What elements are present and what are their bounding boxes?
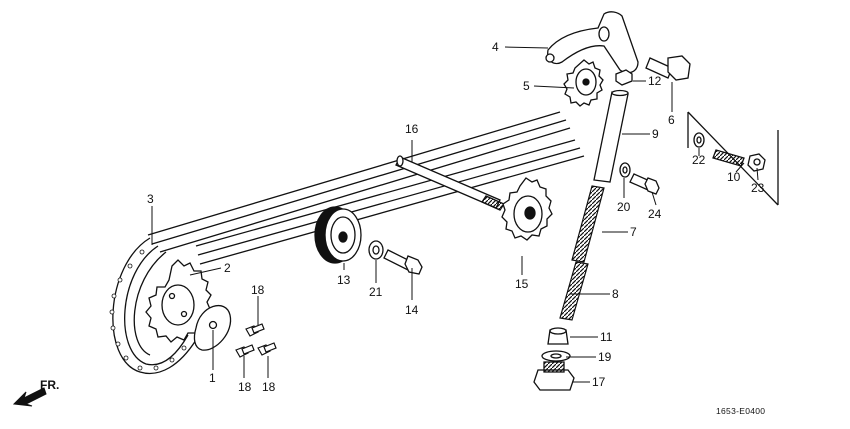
- callout-13: 13: [337, 273, 351, 287]
- crank-sprocket: [145, 259, 212, 343]
- callout-19: 19: [598, 350, 612, 364]
- callout-8: 8: [612, 287, 619, 301]
- drawing-code: 1653-E0400: [716, 406, 766, 416]
- small-bolts: [235, 323, 277, 358]
- roller-bolt: [383, 249, 423, 275]
- callout-23: 23: [751, 181, 765, 195]
- tensioner-bracket: [545, 11, 639, 74]
- callout-6: 6: [668, 113, 675, 127]
- callout-leader-lines: [151, 46, 759, 383]
- callout-17: 17: [592, 375, 606, 389]
- callout-10: 10: [727, 170, 741, 184]
- callout-1: 1: [209, 371, 216, 385]
- sealing-bolt-stack: [533, 327, 575, 391]
- callout-20: 20: [617, 200, 631, 214]
- callout-3: 3: [147, 192, 154, 206]
- callout-21: 21: [369, 285, 383, 299]
- callout-16: 16: [405, 122, 419, 136]
- pivot-bolt: [645, 55, 691, 81]
- callout-22: 22: [692, 153, 706, 167]
- callout-4: 4: [492, 40, 499, 54]
- tensioner-springs: [559, 185, 605, 321]
- callout-15: 15: [515, 277, 529, 291]
- tensioner-shaft: [395, 155, 505, 211]
- callout-12: 12: [648, 74, 662, 88]
- callout-11: 11: [600, 330, 613, 344]
- plate: [193, 305, 232, 351]
- callout-2: 2: [224, 261, 231, 275]
- cap: [615, 69, 633, 86]
- tensioner-washer-bolt: [619, 162, 660, 195]
- cam-chain: [109, 111, 585, 374]
- push-rod: [593, 89, 629, 183]
- callout-18-upper: 18: [251, 283, 265, 297]
- guide-roller: [314, 206, 362, 264]
- tensioner-sprocket: [501, 177, 553, 241]
- upper-sprocket: [563, 59, 604, 107]
- callout-9: 9: [652, 127, 659, 141]
- front-direction-arrow-icon: [12, 387, 47, 407]
- adjuster-set-parts: [693, 132, 766, 172]
- washer: [368, 240, 384, 260]
- callout-18-right: 18: [262, 380, 276, 394]
- callout-24: 24: [648, 207, 662, 221]
- callout-18-left: 18: [238, 380, 252, 394]
- callout-7: 7: [630, 225, 637, 239]
- callout-5: 5: [523, 79, 530, 93]
- callout-14: 14: [405, 303, 419, 317]
- direction-label: FR.: [40, 378, 60, 392]
